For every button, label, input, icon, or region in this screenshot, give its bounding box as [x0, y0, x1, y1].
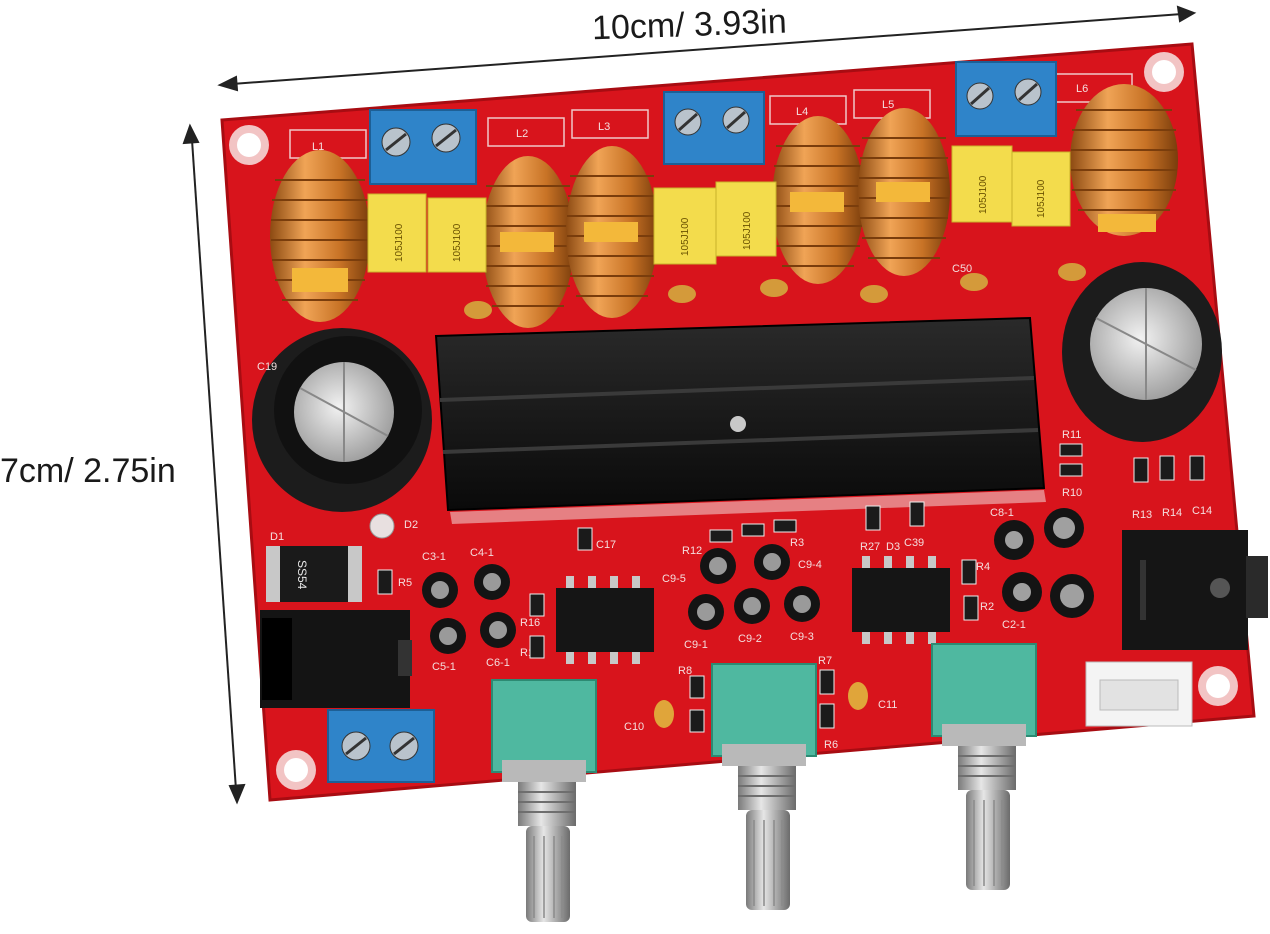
width-dimension-arrow — [217, 5, 1197, 92]
film-capacitor: 105J100 — [367, 193, 427, 273]
screw-terminal-output-subwoofer — [663, 91, 765, 165]
label-c17: C17 — [596, 539, 616, 551]
label-c9-5: C9-5 — [662, 573, 686, 585]
potentiometer-left — [491, 679, 597, 922]
label-r4: R4 — [976, 561, 990, 573]
label-r3: R3 — [790, 537, 804, 549]
audio-input-jack — [1122, 530, 1268, 650]
ic-chip-right — [852, 556, 950, 644]
mounting-hole — [1144, 52, 1184, 92]
inductor-coil — [566, 146, 658, 318]
label-d1: D1 — [270, 531, 284, 543]
smd-resistor — [377, 443, 1205, 733]
screw-terminal-output-left — [369, 109, 477, 185]
label-c2: C2-1 — [1002, 619, 1026, 631]
svg-text:105J100: 105J100 — [680, 217, 691, 256]
electrolytic-capacitor-right — [1062, 262, 1222, 442]
label-r6: R6 — [824, 739, 838, 751]
mounting-hole — [1198, 666, 1238, 706]
ceramic-capacitor — [464, 263, 1086, 319]
label-c9-2: C9-2 — [738, 633, 762, 645]
label-c10: C10 — [624, 721, 644, 733]
label-r13: R13 — [1132, 509, 1152, 521]
ceramic-capacitor — [654, 682, 868, 728]
label-c4: C4-1 — [470, 547, 494, 559]
label-c6: C6-1 — [486, 657, 510, 669]
label-r12: R12 — [682, 545, 702, 557]
label-r27: R27 — [860, 541, 880, 553]
label-r5: R5 — [398, 577, 412, 589]
heatsink — [434, 316, 1046, 524]
svg-text:105J100: 105J100 — [742, 211, 753, 250]
label-c3: C3-1 — [422, 551, 446, 563]
label-l3: L3 — [598, 121, 610, 133]
height-dimension-arrow — [182, 123, 246, 805]
diode-d1: SS54 — [266, 546, 362, 602]
dc-power-jack — [260, 610, 412, 708]
label-c50: C50 — [952, 263, 972, 275]
label-d2: D2 — [404, 519, 418, 531]
label-l2: L2 — [516, 128, 528, 140]
led-d2 — [369, 513, 395, 539]
film-capacitor: 105J100 — [951, 145, 1013, 223]
electrolytic-capacitor-c19 — [252, 328, 432, 512]
label-c8: C8-1 — [990, 507, 1014, 519]
inductor-coil — [1070, 84, 1178, 236]
label-l1: L1 — [312, 141, 324, 153]
label-c9-1: C9-1 — [684, 639, 708, 651]
svg-text:105J100: 105J100 — [452, 223, 463, 262]
label-l4: L4 — [796, 106, 808, 118]
mounting-hole — [229, 125, 269, 165]
small-capacitor-right-top — [1005, 517, 1084, 608]
label-l6: L6 — [1076, 83, 1088, 95]
label-c14: C14 — [1192, 505, 1212, 517]
inductor-coil — [772, 116, 864, 284]
inductor-coil — [270, 150, 370, 322]
label-r14: R14 — [1162, 507, 1182, 519]
height-dimension-label: 7cm/ 2.75in — [0, 452, 176, 490]
label-r11: R11 — [1062, 429, 1081, 441]
potentiometer-middle — [711, 663, 817, 910]
label-r10: R10 — [1062, 487, 1082, 499]
film-capacitor: 105J100 — [427, 197, 487, 273]
label-d3: D3 — [886, 541, 900, 553]
inductor-coil — [482, 156, 574, 328]
label-l5: L5 — [882, 99, 894, 111]
label-r7: R7 — [818, 655, 832, 667]
label-c19: C19 — [257, 361, 277, 373]
screw-terminal-power — [327, 709, 435, 783]
svg-text:105J100: 105J100 — [978, 175, 989, 214]
potentiometer-right — [931, 643, 1037, 890]
label-c39: C39 — [904, 537, 924, 549]
film-capacitor: 105J100 — [715, 181, 777, 257]
mounting-hole — [276, 750, 316, 790]
white-header-connector — [1085, 661, 1193, 727]
film-capacitor: 105J100 — [653, 187, 717, 265]
label-r8: R8 — [678, 665, 692, 677]
svg-text:105J100: 105J100 — [394, 223, 405, 262]
ic-chip-left — [556, 576, 654, 664]
svg-text:SS54: SS54 — [295, 560, 309, 590]
label-r2: R2 — [980, 601, 994, 613]
film-capacitor: 105J100 — [1011, 151, 1071, 227]
small-capacitor-top — [431, 553, 811, 645]
label-r16: R16 — [520, 617, 540, 629]
screw-terminal-output-right — [955, 61, 1057, 137]
svg-text:105J100: 105J100 — [1036, 179, 1047, 218]
label-c5: C5-1 — [432, 661, 456, 673]
label-c9-4: C9-4 — [798, 559, 822, 571]
label-c9-3: C9-3 — [790, 631, 814, 643]
inductor-coil — [858, 108, 950, 276]
label-c11: C11 — [878, 699, 897, 711]
